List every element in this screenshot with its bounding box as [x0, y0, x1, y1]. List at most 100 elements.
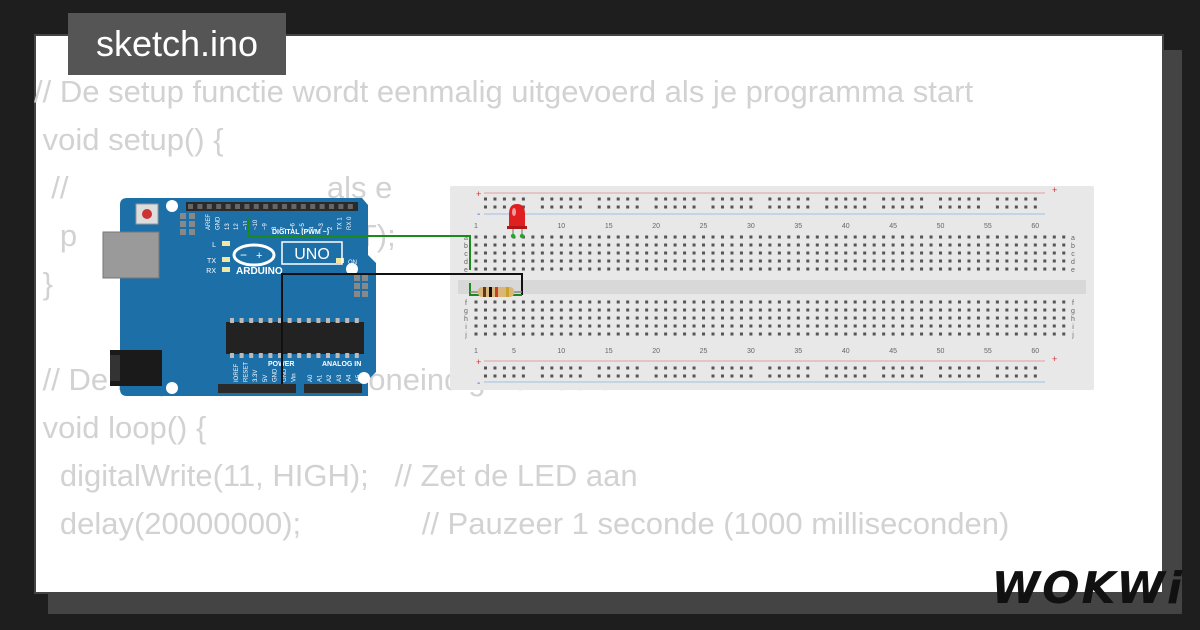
breadboard-hole	[787, 332, 791, 336]
breadboard-hole	[1024, 243, 1028, 247]
breadboard-hole	[777, 259, 781, 263]
breadboard-hole	[976, 251, 980, 255]
breadboard-hole	[920, 251, 924, 255]
rail-hole	[711, 366, 715, 370]
breadboard-hole	[607, 259, 611, 263]
chip-pin	[249, 318, 254, 323]
breadboard-hole	[597, 235, 601, 239]
breadboard-hole	[597, 332, 601, 336]
breadboard-hole	[948, 259, 952, 263]
rail-hole	[1033, 374, 1037, 378]
breadboard-hole	[702, 267, 706, 271]
breadboard-hole	[882, 259, 886, 263]
header-pin	[329, 204, 334, 209]
breadboard-hole	[588, 300, 592, 304]
breadboard-hole	[739, 332, 743, 336]
breadboard-hole	[1005, 332, 1009, 336]
breadboard-hole	[796, 300, 800, 304]
breadboard-hole	[654, 332, 658, 336]
breadboard-hole	[825, 308, 829, 312]
chip-pin	[326, 353, 330, 358]
breadboard-hole	[597, 324, 601, 328]
breadboard-hole	[825, 316, 829, 320]
rail-hole	[796, 205, 800, 209]
rail-hole	[796, 366, 800, 370]
breadboard-hole	[872, 300, 876, 304]
breadboard-hole	[1062, 267, 1066, 271]
breadboard-hole	[796, 324, 800, 328]
breadboard-hole	[1033, 308, 1037, 312]
breadboard-hole	[806, 332, 810, 336]
rail-hole	[806, 205, 810, 209]
rail-hole	[939, 205, 943, 209]
breadboard-hole	[483, 332, 487, 336]
file-tab[interactable]: sketch.ino	[68, 13, 286, 75]
rail-hole	[910, 205, 914, 209]
breadboard-hole	[758, 316, 762, 320]
rail-hole	[635, 374, 639, 378]
breadboard-hole	[995, 308, 999, 312]
rail-hole	[920, 205, 924, 209]
digital-pin-label: AREF	[206, 214, 212, 230]
breadboard-hole	[986, 243, 990, 247]
breadboard-hole	[702, 259, 706, 263]
breadboard-hole	[863, 243, 867, 247]
breadboard-hole	[853, 308, 857, 312]
breadboard-hole	[578, 300, 582, 304]
breadboard-hole	[910, 243, 914, 247]
breadboard-hole	[483, 308, 487, 312]
breadboard-hole	[692, 243, 696, 247]
chip-pin	[230, 353, 234, 358]
rail-hole	[559, 197, 563, 201]
rail-hole	[493, 205, 497, 209]
breadboard-hole	[550, 259, 554, 263]
breadboard-hole	[607, 332, 611, 336]
breadboard-hole	[645, 316, 649, 320]
rail-hole	[891, 374, 895, 378]
breadboard-hole	[901, 300, 905, 304]
breadboard-hole	[483, 324, 487, 328]
breadboard-hole	[920, 235, 924, 239]
row-letter: i	[1072, 324, 1074, 331]
breadboard-hole	[929, 332, 933, 336]
breadboard-hole	[578, 316, 582, 320]
power-pin-label: 3.3V	[253, 370, 259, 382]
breadboard-hole	[531, 259, 535, 263]
breadboard-hole	[825, 332, 829, 336]
breadboard-hole	[986, 235, 990, 239]
breadboard-hole	[512, 300, 516, 304]
breadboard-hole	[1052, 308, 1056, 312]
analog-pin-label: A5	[356, 374, 362, 382]
resistor-band	[483, 287, 486, 297]
breadboard-hole	[749, 235, 753, 239]
breadboard-hole	[1052, 243, 1056, 247]
breadboard-hole	[616, 243, 620, 247]
breadboard-hole	[702, 332, 706, 336]
breadboard-hole	[645, 267, 649, 271]
breadboard-hole	[531, 308, 535, 312]
breadboard-hole	[1052, 251, 1056, 255]
breadboard-hole	[720, 251, 724, 255]
breadboard-hole	[502, 332, 506, 336]
breadboard-hole	[749, 324, 753, 328]
header-pin	[244, 204, 250, 209]
breadboard-hole	[1043, 235, 1047, 239]
header-pin	[319, 204, 325, 209]
breadboard-hole	[654, 300, 658, 304]
breadboard-hole	[635, 243, 639, 247]
breadboard-hole	[948, 316, 952, 320]
breadboard-hole	[967, 300, 971, 304]
breadboard-hole	[493, 332, 497, 336]
chip-pin	[239, 318, 244, 323]
power-header	[218, 384, 296, 393]
breadboard-hole	[512, 308, 516, 312]
breadboard-hole	[749, 259, 753, 263]
chip-pin	[287, 318, 292, 323]
breadboard-hole	[597, 316, 601, 320]
breadboard: ++-++-1155101015152020252530303535404045…	[450, 185, 1094, 390]
rail-hole	[777, 374, 781, 378]
breadboard-hole	[967, 243, 971, 247]
column-number: 30	[747, 223, 755, 230]
rail-hole	[825, 366, 829, 370]
rail-hole	[683, 197, 687, 201]
